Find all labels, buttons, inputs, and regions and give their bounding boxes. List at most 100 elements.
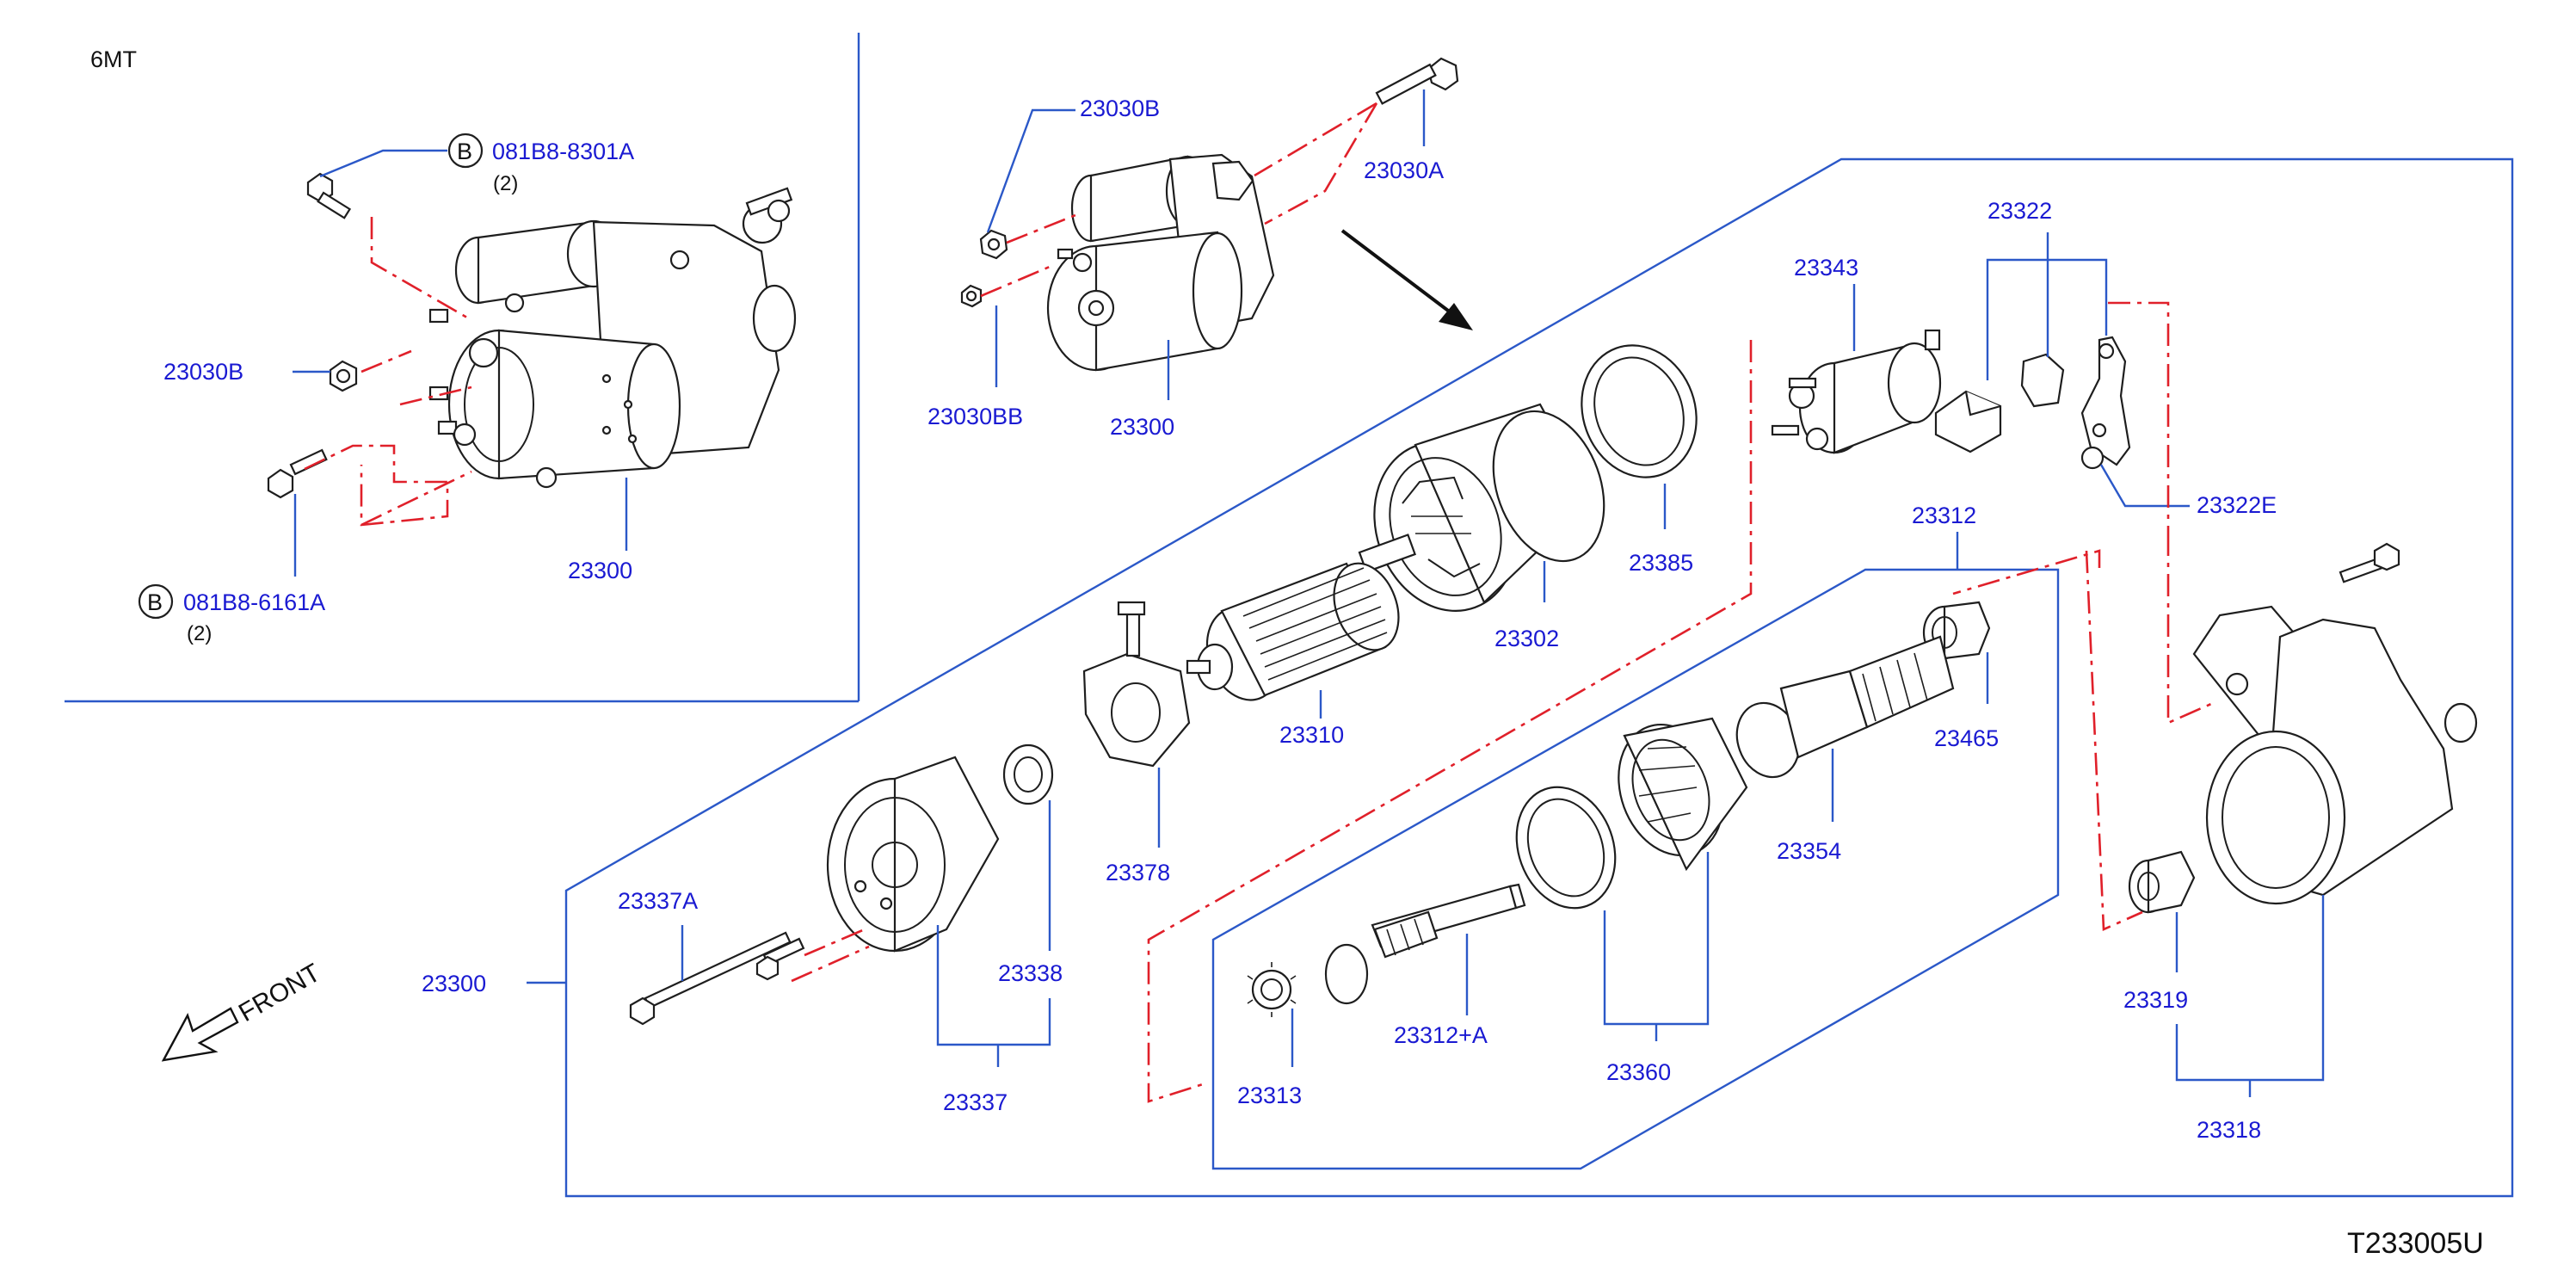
svg-text:23337A: 23337A — [618, 888, 698, 914]
inset-starter-motor[interactable] — [428, 187, 797, 489]
front-direction-indicator: FRONT — [161, 959, 325, 1062]
part-23337A-through-bolt[interactable] — [629, 931, 805, 1026]
callout-top-23300[interactable]: 23300 — [1110, 340, 1174, 440]
part-23322-brush-set[interactable] — [1934, 336, 2131, 466]
callout-top-23030BB[interactable]: 23030BB — [927, 305, 1023, 429]
svg-text:23343: 23343 — [1794, 255, 1858, 281]
callout-inset-23300[interactable]: 23300 — [568, 478, 632, 583]
callout-bolt-081B8-8301A[interactable]: B 081B8-8301A (2) — [319, 133, 634, 195]
callout-assy-23300[interactable]: 23300 — [422, 971, 566, 996]
svg-text:23313: 23313 — [1237, 1083, 1302, 1108]
callout-top-23030A[interactable]: 23030A — [1364, 89, 1444, 183]
callout-23337A[interactable]: 23337A — [618, 888, 698, 981]
inset-bolt-lower[interactable] — [267, 448, 328, 499]
callout-23322E[interactable]: 23322E — [2099, 464, 2277, 518]
svg-text:23300: 23300 — [422, 971, 486, 996]
callout-23319[interactable]: 23319 — [2123, 912, 2188, 1013]
inset-phantom-lines — [304, 217, 472, 527]
top-nut-23030BB[interactable] — [960, 284, 983, 308]
part-23310-armature[interactable] — [1186, 534, 1416, 710]
part-23354-shaft[interactable] — [1727, 635, 1955, 786]
svg-text:23312: 23312 — [1912, 503, 1976, 528]
part-23319-bushing[interactable] — [2128, 850, 2196, 914]
svg-text:B: B — [147, 589, 163, 615]
svg-text:23322E: 23322E — [2197, 492, 2277, 518]
svg-text:23338: 23338 — [998, 960, 1063, 986]
callout-23337[interactable]: 23337 — [936, 925, 1051, 1115]
diagram-code: T233005U — [2347, 1227, 2484, 1260]
callout-23322[interactable]: 23322 — [1986, 198, 2108, 380]
part-23302-yoke[interactable] — [1352, 396, 1624, 631]
callout-top-23030B[interactable]: 23030B — [986, 96, 1160, 233]
svg-text:23030A: 23030A — [1364, 157, 1444, 183]
callout-23343[interactable]: 23343 — [1794, 255, 1858, 351]
exploded-view-frame — [564, 157, 2514, 1198]
b-circle-upper — [447, 133, 484, 169]
front-arrow-icon — [161, 1007, 239, 1062]
svg-text:23030B: 23030B — [163, 359, 243, 385]
svg-text:23378: 23378 — [1106, 860, 1170, 885]
part-23313-pinion-gear[interactable] — [1247, 962, 1297, 1017]
bolt-qty-upper: (2) — [493, 172, 518, 195]
svg-text:B: B — [457, 139, 472, 164]
inset-bolt-upper[interactable] — [306, 172, 352, 219]
part-23385-seal-ring[interactable] — [1563, 329, 1715, 493]
exploded-phantom-line — [1147, 340, 2101, 1103]
front-phantom-line — [2085, 301, 2212, 931]
callout-23385[interactable]: 23385 — [1629, 484, 1693, 576]
inset-frame — [65, 33, 860, 703]
callout-inset-23030B[interactable]: 23030B — [163, 359, 330, 385]
part-23318-front-housing[interactable] — [2192, 542, 2478, 905]
callout-23378[interactable]: 23378 — [1106, 768, 1170, 885]
callout-23354[interactable]: 23354 — [1777, 749, 1841, 864]
bolt-qty-lower: (2) — [187, 622, 212, 645]
part-23360-clutch-ring[interactable] — [1501, 774, 1632, 922]
svg-text:23337: 23337 — [943, 1089, 1008, 1115]
callout-23360[interactable]: 23360 — [1603, 852, 1710, 1085]
svg-text:23322: 23322 — [1987, 198, 2052, 224]
pinion-subassembly-frame — [1211, 568, 2060, 1170]
top-nut-23030B[interactable] — [979, 229, 1008, 260]
callout-23312[interactable]: 23312 — [1912, 503, 1976, 570]
part-23360-internal-gear[interactable] — [1601, 710, 1748, 872]
callout-23465[interactable]: 23465 — [1934, 652, 1999, 751]
exploded-direction-arrow — [1340, 229, 1473, 330]
part-23378-brush-holder[interactable] — [1082, 601, 1191, 768]
callout-23312A[interactable]: 23312+A — [1394, 934, 1488, 1048]
b-circle-lower — [138, 583, 174, 620]
callout-23310[interactable]: 23310 — [1279, 690, 1344, 748]
callout-23313[interactable]: 23313 — [1237, 1009, 1302, 1108]
inset-nut-23030B[interactable] — [329, 360, 358, 392]
part-23337-rear-cover[interactable] — [826, 756, 1000, 953]
front-label: FRONT — [234, 959, 325, 1027]
bolt-part-number-upper: 081B8-8301A — [492, 139, 634, 164]
bolt-part-number-lower: 081B8-6161A — [183, 589, 325, 615]
svg-text:23385: 23385 — [1629, 550, 1693, 576]
svg-text:23360: 23360 — [1606, 1059, 1671, 1085]
callout-bolt-081B8-6161A[interactable]: B 081B8-6161A (2) — [138, 494, 325, 645]
callout-23302[interactable]: 23302 — [1494, 561, 1559, 651]
top-starter-motor[interactable] — [1046, 153, 1275, 372]
svg-text:23310: 23310 — [1279, 722, 1344, 748]
part-23343-solenoid[interactable] — [1771, 329, 1942, 454]
top-bolt-23030A[interactable] — [1375, 57, 1459, 105]
svg-text:23318: 23318 — [2197, 1117, 2261, 1143]
rear-phantom-line — [791, 928, 870, 983]
part-23322E-spring[interactable] — [2080, 446, 2105, 470]
part-23312A-pinion-shaft[interactable] — [1324, 883, 1526, 1005]
callout-23338[interactable]: 23338 — [998, 800, 1063, 986]
svg-text:23300: 23300 — [1110, 414, 1174, 440]
svg-text:23312+A: 23312+A — [1394, 1022, 1488, 1048]
svg-text:23302: 23302 — [1494, 626, 1559, 651]
svg-text:23300: 23300 — [568, 558, 632, 583]
variant-label: 6MT — [90, 46, 137, 72]
callout-23318[interactable]: 23318 — [2175, 895, 2325, 1143]
svg-text:23030B: 23030B — [1080, 96, 1160, 121]
svg-text:23319: 23319 — [2123, 987, 2188, 1013]
svg-text:23465: 23465 — [1934, 725, 1999, 751]
svg-text:23354: 23354 — [1777, 838, 1841, 864]
part-23338-bushing[interactable] — [1002, 743, 1054, 805]
top-phantom-lines — [980, 102, 1378, 298]
svg-text:23030BB: 23030BB — [927, 404, 1023, 429]
